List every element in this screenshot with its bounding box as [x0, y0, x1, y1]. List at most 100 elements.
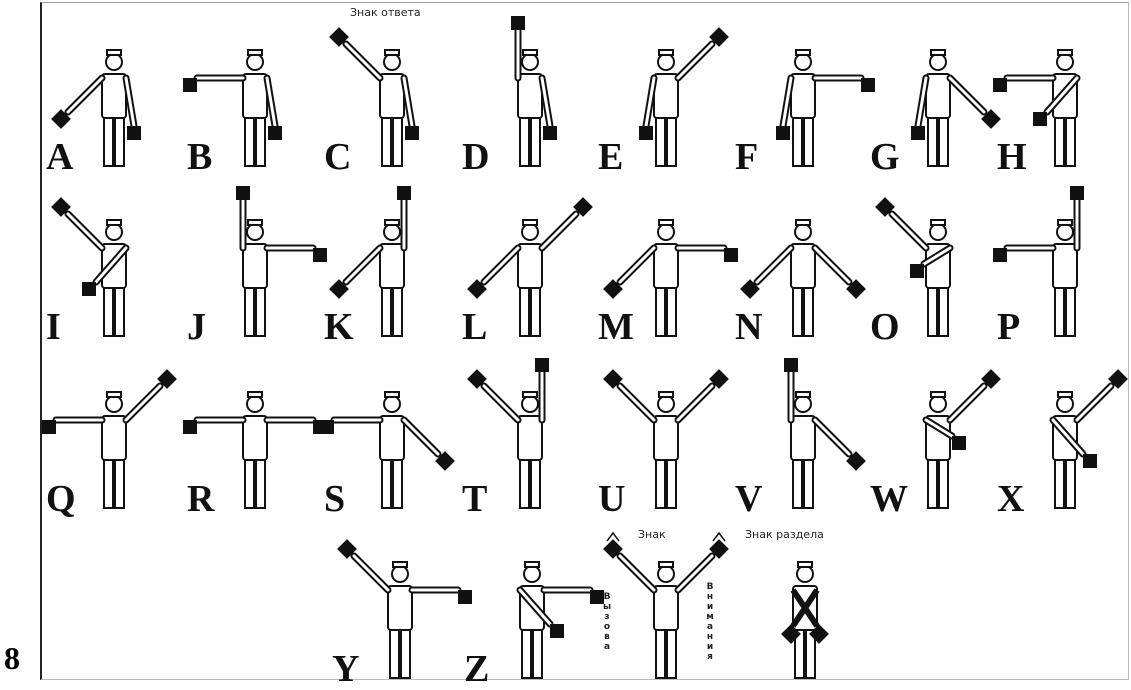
right-flag	[127, 126, 141, 140]
cap	[930, 219, 946, 226]
cap	[106, 391, 122, 398]
left-flag	[784, 358, 798, 372]
torso	[653, 415, 679, 461]
signal-letter: Y	[332, 648, 360, 690]
semaphore-figure	[516, 561, 604, 679]
signal-q: Q	[42, 360, 177, 520]
sailor	[242, 49, 268, 167]
signal-y: Y	[330, 530, 472, 690]
right-flag	[861, 78, 875, 92]
torso	[242, 243, 268, 289]
right-flag	[910, 264, 924, 278]
left-flag	[329, 27, 349, 47]
sailor	[387, 561, 413, 679]
cap	[522, 49, 538, 56]
left-flag	[1083, 454, 1097, 468]
left-leg	[927, 117, 938, 167]
right-arm-fill	[124, 384, 162, 422]
signal-letter: H	[997, 136, 1027, 178]
left-leg	[381, 287, 392, 337]
right-leg	[114, 117, 125, 167]
signal-letter: V	[735, 478, 763, 520]
left-leg	[927, 459, 938, 509]
cap	[106, 219, 122, 226]
cap	[247, 219, 263, 226]
right-leg	[255, 117, 266, 167]
right-arm-fill	[402, 76, 414, 128]
sailor	[517, 219, 543, 337]
torso	[101, 415, 127, 461]
left-leg	[103, 117, 114, 167]
sailor	[790, 49, 816, 167]
left-arm-fill	[644, 76, 656, 128]
signal-s: S	[320, 360, 455, 520]
torso	[653, 73, 679, 119]
head	[246, 223, 264, 241]
cap	[1057, 391, 1073, 398]
right-leg	[803, 287, 814, 337]
cap	[522, 391, 538, 398]
left-leg	[389, 629, 400, 679]
cap	[795, 219, 811, 226]
signal-a: A	[44, 18, 164, 178]
left-arm-fill	[344, 42, 382, 80]
head	[929, 395, 947, 413]
sailor	[101, 391, 127, 509]
signal-v: V	[733, 358, 866, 520]
left-leg	[519, 459, 530, 509]
left-arm-fill	[66, 76, 104, 114]
right-arm-fill	[948, 384, 986, 422]
right-flag	[157, 369, 177, 389]
left-arm-fill	[755, 246, 793, 284]
right-flag	[82, 282, 96, 296]
head	[383, 395, 401, 413]
sailor	[653, 49, 679, 167]
right-flag	[1070, 186, 1084, 200]
cap	[106, 49, 122, 56]
right-leg	[938, 117, 949, 167]
sailor	[379, 391, 405, 509]
sailor	[653, 219, 679, 337]
right-leg	[805, 629, 816, 679]
right-arm-fill	[402, 418, 440, 456]
left-flag	[776, 126, 790, 140]
cap	[384, 391, 400, 398]
cap	[658, 49, 674, 56]
sailor	[925, 219, 951, 337]
cap	[247, 49, 263, 56]
left-leg	[927, 287, 938, 337]
signal-letter: P	[997, 306, 1021, 348]
right-leg	[255, 459, 266, 509]
right-leg	[1065, 117, 1076, 167]
right-leg	[400, 629, 411, 679]
right-flag	[543, 126, 557, 140]
right-arm-fill	[813, 246, 851, 284]
head	[794, 395, 812, 413]
sailor	[379, 49, 405, 167]
torso	[1052, 243, 1078, 289]
right-arm-fill	[540, 212, 578, 250]
left-flag	[183, 420, 197, 434]
left-flag	[183, 78, 197, 92]
head	[929, 223, 947, 241]
left-leg	[792, 459, 803, 509]
left-arm-fill	[352, 554, 390, 592]
right-leg	[803, 117, 814, 167]
torso	[517, 243, 543, 289]
signal-l: L	[460, 188, 593, 348]
right-flag	[1033, 112, 1047, 126]
sailor	[517, 49, 543, 167]
signal-letter: A	[46, 136, 74, 178]
semaphore-figure	[922, 369, 1001, 509]
left-flag	[993, 248, 1007, 262]
left-leg	[792, 287, 803, 337]
right-arm-fill	[922, 246, 952, 266]
right-leg	[392, 117, 403, 167]
signal-letter: E	[598, 136, 624, 178]
signal-k: K	[322, 186, 442, 348]
left-leg	[519, 117, 530, 167]
right-leg	[666, 629, 677, 679]
sailor	[790, 219, 816, 337]
head	[391, 565, 409, 583]
torso	[790, 415, 816, 461]
